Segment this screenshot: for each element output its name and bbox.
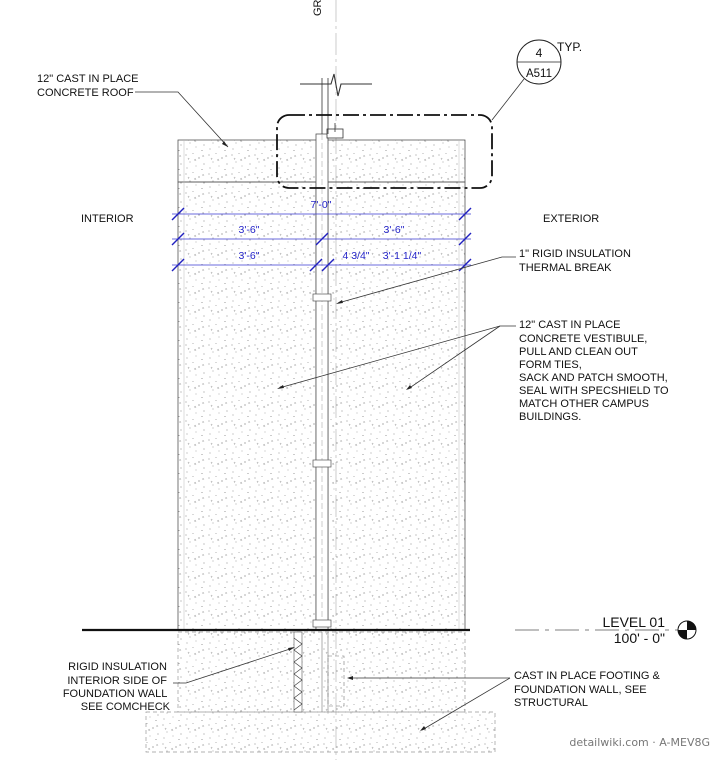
foundation-dowel-zone [327,655,345,707]
form-tie [312,293,332,302]
detail-number: 4 [536,46,543,60]
level-elevation: 100' - 0" [614,630,665,646]
dimension-row2-left: 3'-6" [239,250,260,262]
interior-concrete-wall [177,181,317,631]
form-tie [312,459,332,468]
detail-sheet: A511 [526,68,552,80]
dimension-row1-right: 3'-6" [384,224,405,236]
level-datum-icon [677,620,697,640]
thermal-break-leader [337,256,516,304]
level-name: LEVEL 01 [602,614,665,630]
foundation-wall [177,631,466,713]
rigid-insulation-label: RIGID INSULATION INTERIOR SIDE OF FOUNDA… [63,661,171,713]
footing [145,711,496,753]
dimension-row2-right: 3'-1 1/4" [383,250,422,262]
rigid-insulation-leader [173,647,294,684]
footing-leader-bottom [421,677,511,731]
exterior-label: EXTERIOR [543,213,599,225]
thermal-break-label: 1" RIGID INSULATION THERMAL BREAK [519,248,634,274]
vestibule-label: 12" CAST IN PLACE CONCRETE VESTIBULE, PU… [519,319,672,423]
dimension-strings [171,207,472,272]
footing-label: CAST IN PLACE FOOTING & FOUNDATION WALL,… [514,670,663,709]
typical-label: TYP. [557,40,582,54]
dimension-row2-mid: 4 3/4" [342,250,369,262]
grid-label: GRI [312,0,324,16]
roof-label: 12" CAST IN PLACE CONCRETE ROOF [37,73,142,99]
dimension-row1-left: 3'-6" [239,224,260,236]
detail-callout-box[interactable] [276,114,493,189]
foundation-insulation [293,631,303,713]
interior-label: INTERIOR [81,213,134,225]
roof-leader [135,91,229,148]
insulation-hatch [293,637,303,711]
vestibule-leader-exterior [407,325,501,390]
watermark: detailwiki.com · A-MEV8G [569,736,710,749]
break-line [300,73,372,97]
form-tie [312,619,332,628]
dimension-overall: 7'-0" [311,199,332,211]
exterior-concrete-wall [327,181,466,631]
